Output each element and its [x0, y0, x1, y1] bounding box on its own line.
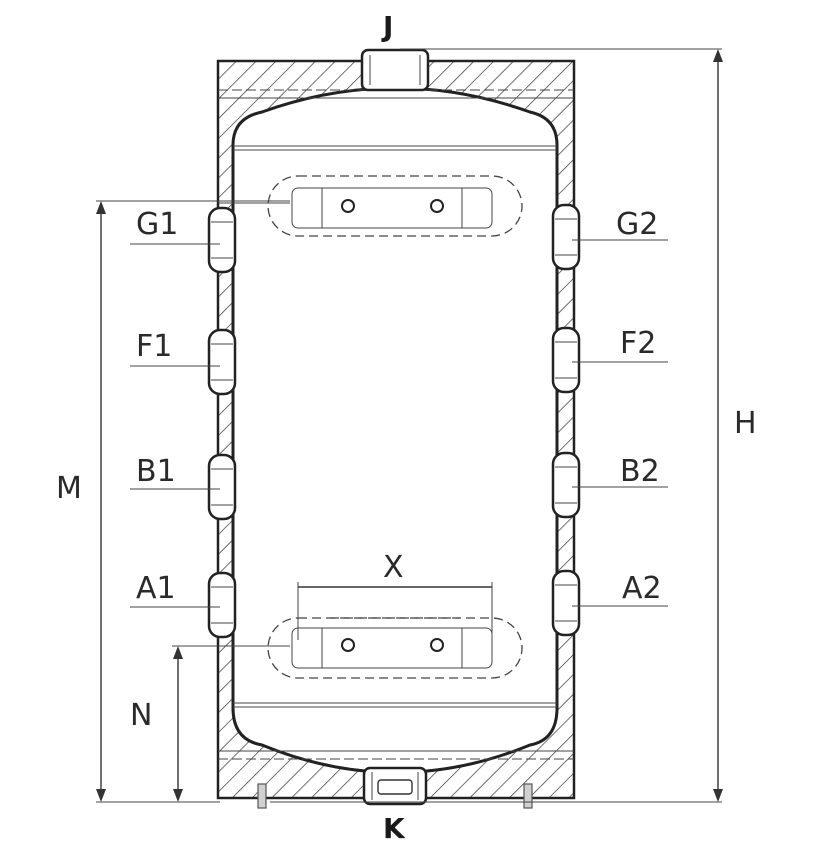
label-x: X — [383, 550, 404, 585]
dimension-h — [270, 48, 723, 803]
tank-vessel — [218, 86, 574, 774]
connection-k — [362, 766, 428, 806]
port-f1 — [207, 328, 237, 396]
label-g1: G1 — [136, 207, 178, 242]
label-b2: B2 — [620, 454, 660, 489]
connection-j — [360, 48, 430, 92]
lower-coil — [267, 617, 523, 679]
dimension-n — [172, 645, 290, 802]
upper-coil — [218, 175, 523, 237]
tank-feet — [257, 783, 533, 809]
label-a1: A1 — [136, 571, 176, 606]
label-f2: F2 — [620, 326, 656, 361]
label-j: J — [381, 10, 393, 43]
port-a2 — [551, 569, 581, 637]
port-leaders — [130, 239, 668, 608]
port-b1 — [207, 453, 237, 521]
dimension-x — [297, 582, 493, 640]
insulation-jacket — [216, 59, 576, 800]
label-b1: B1 — [136, 454, 176, 489]
label-f1: F1 — [136, 329, 172, 364]
port-f2 — [551, 326, 581, 394]
side-ports — [207, 203, 581, 639]
dimension-m — [96, 200, 290, 803]
port-b2 — [551, 451, 581, 519]
port-g2 — [551, 203, 581, 271]
port-g1 — [207, 206, 237, 274]
label-k: K — [383, 812, 406, 845]
label-h: H — [734, 406, 757, 441]
label-n: N — [130, 698, 152, 733]
label-g2: G2 — [616, 207, 658, 242]
label-m: M — [56, 471, 82, 506]
label-a2: A2 — [622, 571, 662, 606]
port-a1 — [207, 571, 237, 639]
